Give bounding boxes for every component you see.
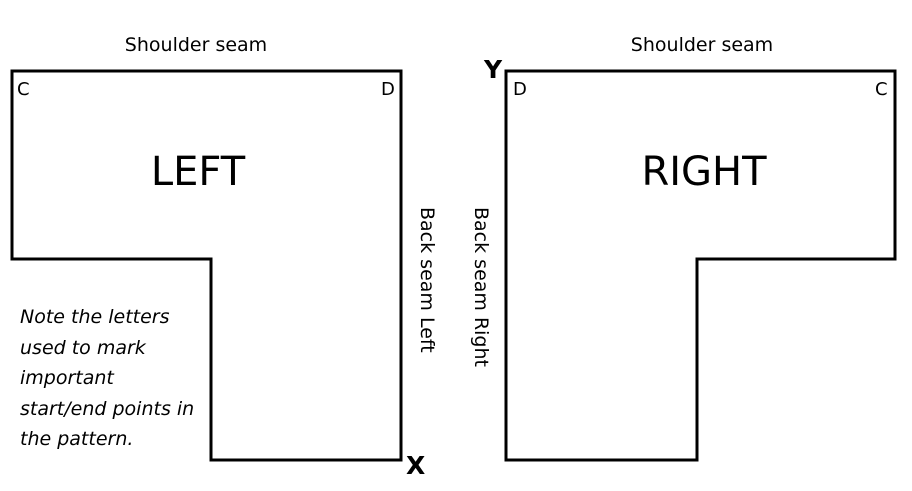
right-pattern-piece: Shoulder seam D C RIGHT Back seam Right … [470, 34, 897, 462]
right-corner-d-label: D [513, 79, 527, 100]
right-corner-c-label: C [875, 79, 888, 100]
left-shoulder-seam-label: Shoulder seam [125, 34, 267, 56]
back-seam-left-label: Back seam Left [416, 207, 438, 353]
right-piece-outline [504, 69, 897, 462]
left-corner-c-label: C [17, 79, 30, 100]
pattern-note: Note the letters used to mark important … [20, 306, 195, 450]
left-piece-outline [10, 69, 403, 462]
left-corner-d-label: D [381, 79, 395, 100]
left-pattern-piece: Shoulder seam C D LEFT Back seam Left X [10, 34, 438, 480]
back-seam-right-label: Back seam Right [470, 207, 492, 367]
right-shoulder-seam-label: Shoulder seam [631, 34, 773, 56]
point-x-label: X [406, 451, 425, 480]
point-y-label: Y [483, 55, 503, 84]
right-piece-title: RIGHT [641, 149, 767, 195]
left-piece-title: LEFT [151, 149, 246, 195]
